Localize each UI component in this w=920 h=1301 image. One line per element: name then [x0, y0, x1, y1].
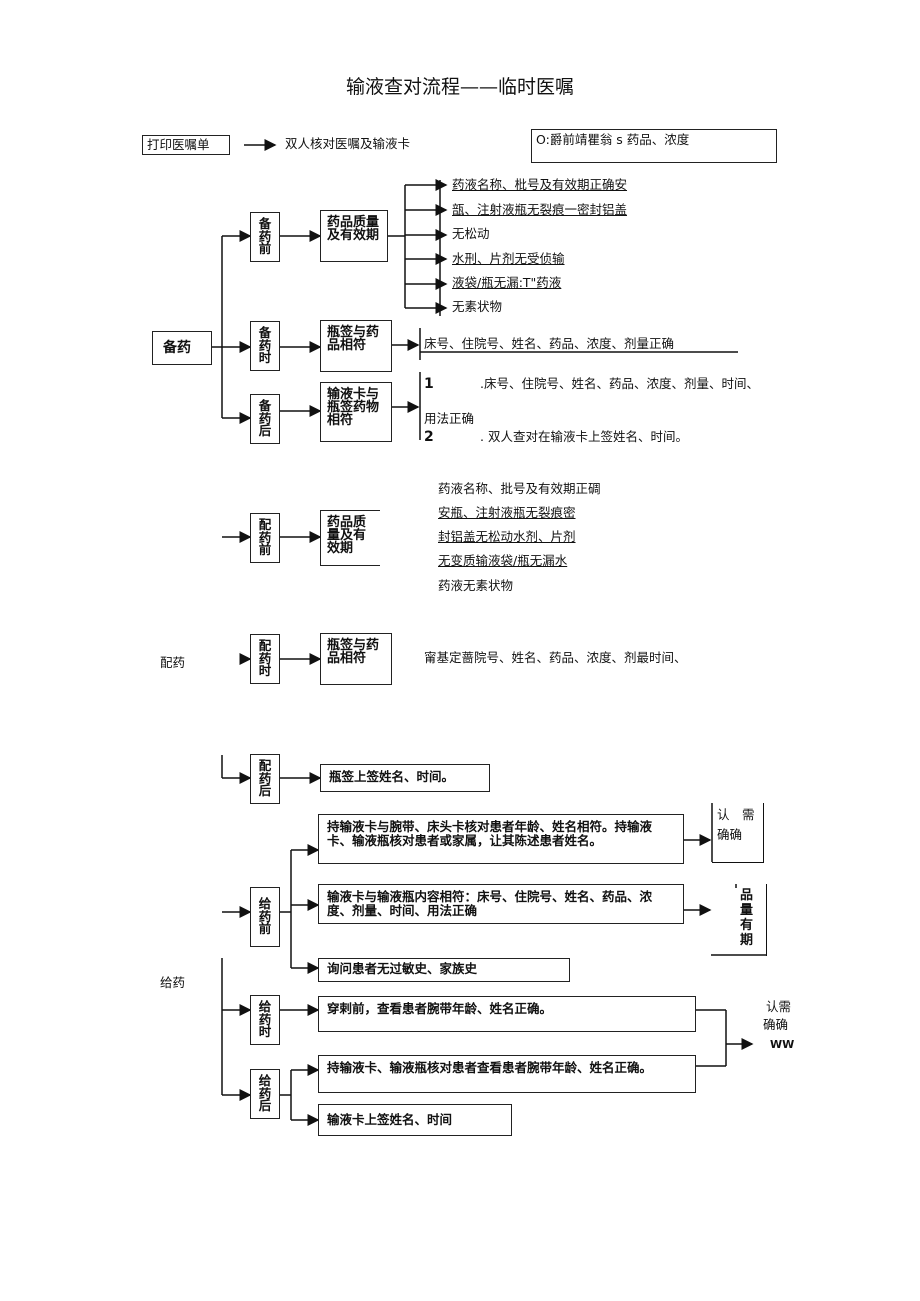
dispense-quality-item: 药液无素状物: [438, 578, 514, 593]
prepare-label: 备药: [163, 340, 191, 356]
prepare-quality-box: 药品质量及有效期: [320, 210, 388, 262]
prepare-after-text-1b: 用法正确: [424, 411, 475, 426]
prepare-during-box: 备药时: [250, 321, 280, 371]
give-during-box: 给药时: [250, 995, 280, 1045]
prepare-quality-item: 无松动: [452, 226, 490, 241]
dispense-before-label: 配药前: [258, 517, 272, 558]
give-side-note-3a: 认需: [766, 999, 792, 1014]
prepare-after-label: 备药后: [258, 398, 272, 439]
give-sign-box: 输液卡上签姓名、时间: [318, 1104, 512, 1136]
prepare-sign-text: 床号、住院号、姓名、药品、浓度、剂量正确: [424, 336, 675, 351]
give-after-check-box: 持输液卡、输液瓶核对患者查看患者腕带年龄、姓名正确。: [318, 1055, 696, 1093]
prepare-label-box: 备药: [152, 331, 212, 365]
dispense-before-box: 配药前: [250, 513, 280, 563]
dispense-during-box: 配药时: [250, 634, 280, 684]
dispense-sign-text: 甯基定蔷院号、姓名、药品、浓度、剂最时间、: [424, 650, 687, 665]
dispense-sign-box: 瓶签与药品相符: [320, 633, 392, 685]
prepare-sign-box: 瓶签与药品相符: [320, 320, 392, 372]
give-during-label: 给药时: [258, 999, 272, 1040]
corner-note-box: O:爵前靖瞿翁 s 药品、浓度: [531, 129, 777, 163]
prepare-quality-item: 液袋/瓶无漏:T"药液: [452, 275, 562, 290]
dispense-after-box-text: 瓶签上签姓名、时间。: [320, 764, 490, 792]
dispense-label: 配药: [160, 655, 186, 670]
prepare-quality-item: 药液名称、枇号及有效期正确安: [452, 177, 628, 192]
dispense-quality-item: 药液名称、批号及有效期正碉: [438, 481, 601, 496]
side-note-1-border: [763, 803, 764, 863]
give-check-wristband-box: 持输液卡与腕带、床头卡核对患者年龄、姓名相符。持输液卡、输液瓶核对患者或家属，让…: [318, 814, 684, 864]
dispense-quality-item: 封铝盖无松动水剂、片剂: [438, 529, 576, 544]
prepare-before-box: 备药前: [250, 212, 280, 262]
prepare-before-label: 备药前: [258, 216, 272, 257]
page-title: 输液查对流程——临时医嘱: [345, 76, 574, 98]
double-check-label: 双人核对医嘱及输液卡: [285, 136, 411, 151]
give-after-box: 给药后: [250, 1069, 280, 1119]
prepare-after-num-1: 1: [424, 376, 434, 392]
prepare-after-num-2: 2: [424, 429, 434, 445]
dispense-quality-box: 药品质量及有效期: [320, 510, 380, 566]
give-after-label: 给药后: [258, 1073, 272, 1114]
dispense-quality-item: 安瓶、注射液瓶无裂痕密: [438, 505, 576, 520]
dispense-after-box: 配药后: [250, 754, 280, 804]
dispense-quality-item: 无变质输液袋/瓶无漏水: [438, 553, 568, 568]
prepare-quality-item: 水刑、片剂无受侦输: [452, 251, 565, 266]
dispense-after-label: 配药后: [258, 758, 272, 799]
prepare-after-text-2: . 双人查对在输液卡上签姓名、时间。: [480, 429, 688, 444]
side-note-1-bottom: [712, 862, 763, 863]
dispense-during-label: 配药时: [258, 638, 272, 679]
prepare-during-label: 备药时: [258, 325, 272, 366]
give-allergy-box: 询问患者无过敏史、家族史: [318, 958, 570, 982]
give-before-box: 给药前: [250, 887, 280, 947]
prepare-quality-item: 无素状物: [452, 299, 503, 314]
give-label: 给药: [160, 975, 186, 990]
prepare-card-box: 输液卡与瓶签药物相符: [320, 382, 392, 442]
give-side-note-3c: WW: [770, 1038, 795, 1051]
give-before-label: 给药前: [258, 896, 272, 937]
print-order-box: 打印医嘱单: [142, 135, 230, 155]
side-note-2-border: [766, 884, 767, 956]
prepare-after-box: 备药后: [250, 394, 280, 444]
give-puncture-box: 穿剌前，查看患者腕带年龄、姓名正确。: [318, 996, 696, 1032]
give-side-note-1b: 确确: [717, 827, 743, 842]
corner-note-text: O:爵前靖瞿翁 s 药品、浓度: [536, 132, 690, 147]
give-side-note-3b: 确确: [763, 1017, 789, 1032]
prepare-after-text-1: .床号、住院号、姓名、药品、浓度、剂量、时间、: [480, 376, 759, 391]
give-card-bottle-box: 输液卡与输液瓶内容相符：床号、住院号、姓名、药品、浓度、剂量、时间、用法正确: [318, 884, 684, 924]
give-side-note-2: 品量有期: [740, 888, 754, 948]
give-side-note-1a: 认 需: [717, 807, 755, 822]
prepare-quality-item: 瓿、注射液瓶无裂痕一密封铝盖: [452, 202, 628, 217]
print-order-label: 打印医嘱单: [147, 137, 210, 152]
